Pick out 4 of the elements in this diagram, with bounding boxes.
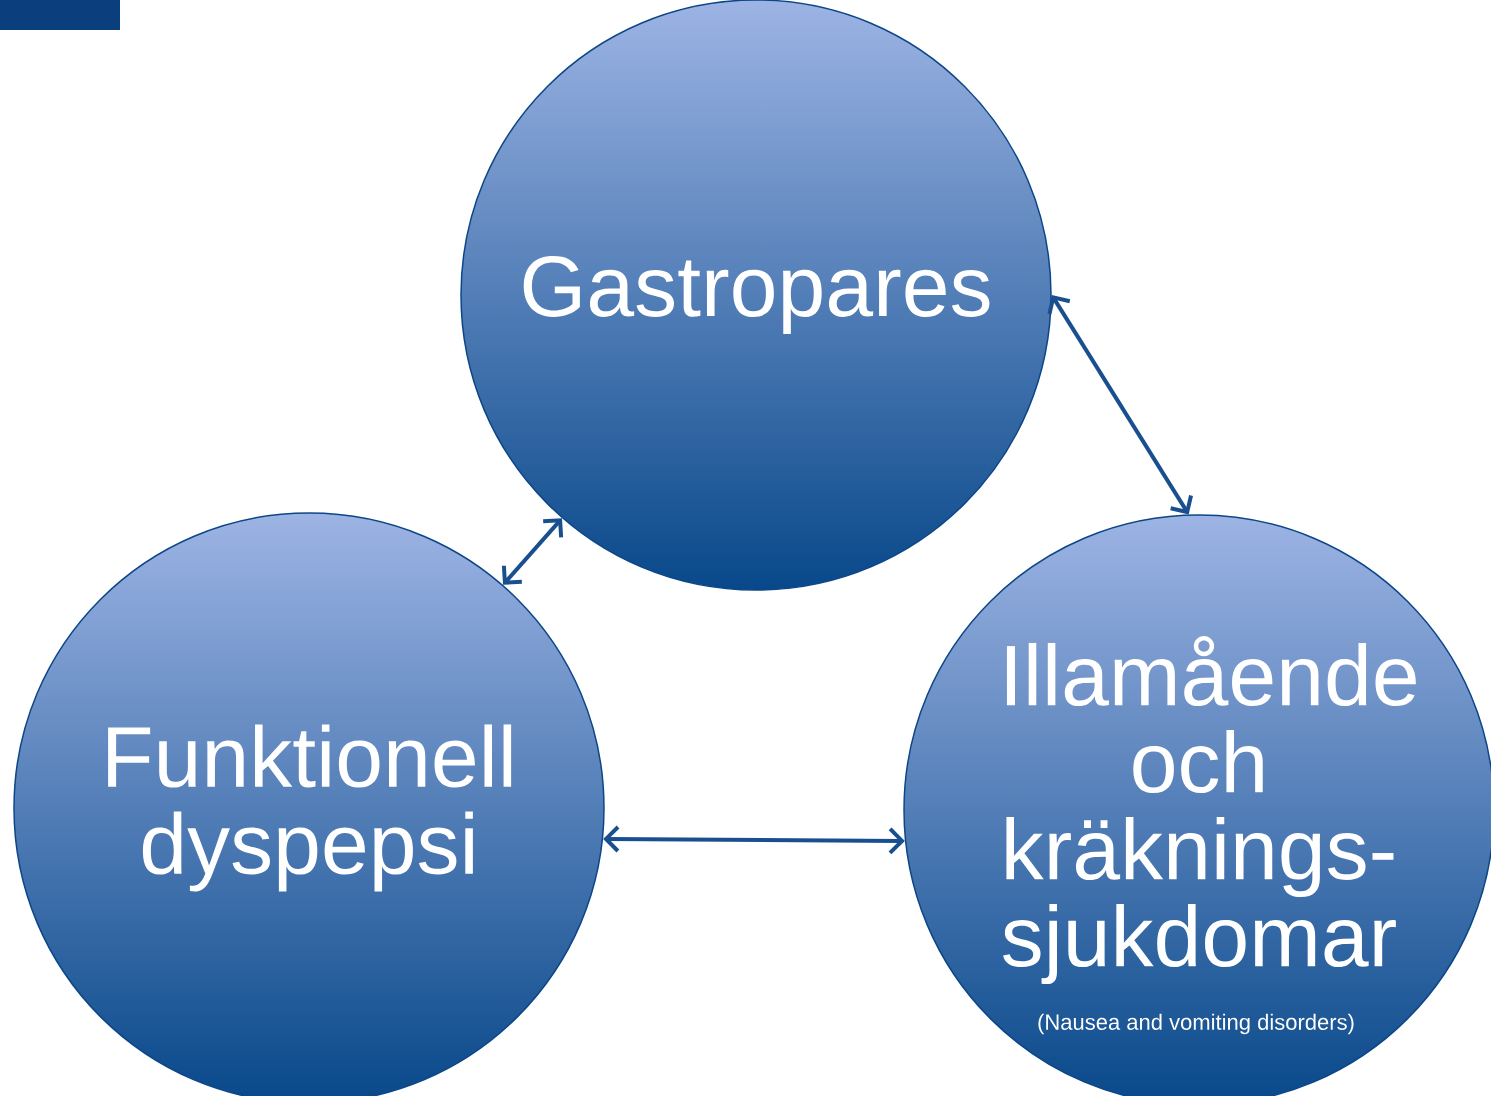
double-arrow xyxy=(603,825,905,855)
double-arrow xyxy=(1047,295,1193,515)
double-arrow xyxy=(501,518,564,585)
subtitle: (Nausea and vomiting disorders) xyxy=(1038,1013,1354,1035)
